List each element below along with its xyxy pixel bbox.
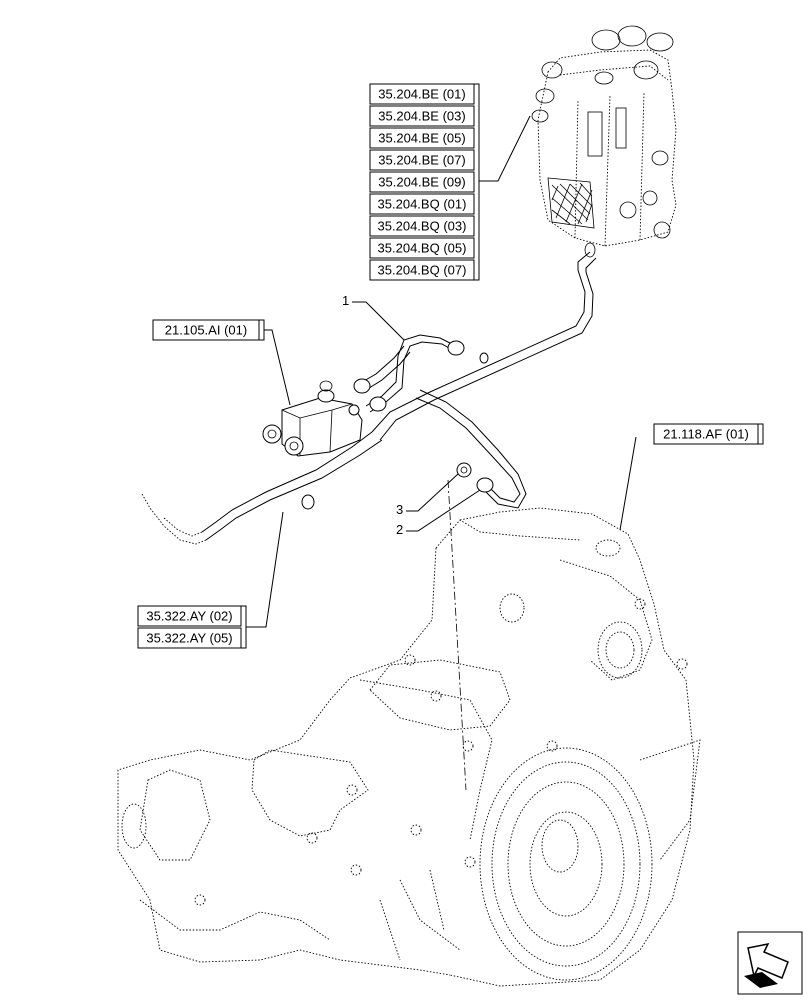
valve-ref-5[interactable]: 35.204.BQ (01) (369, 193, 475, 215)
svg-text:35.204.BE (01): 35.204.BE (01) (378, 87, 465, 102)
svg-text:21.105.AI (01): 21.105.AI (01) (165, 323, 247, 338)
svg-text:35.204.BQ (01): 35.204.BQ (01) (378, 197, 467, 212)
housing-reference[interactable]: 21.118.AF (01) (619, 423, 764, 531)
svg-text:35.204.BE (03): 35.204.BE (03) (378, 109, 465, 124)
bottom-reference-stack: 35.322.AY (02) 35.322.AY (05) (137, 511, 284, 649)
auxiliary-valve (262, 380, 363, 510)
hydraulic-pipe-1 (353, 334, 489, 413)
valve-reference-stack: 35.204.BE (01) 35.204.BE (03) 35.204.BE … (369, 83, 531, 281)
valve-ref-6[interactable]: 35.204.BQ (03) (369, 215, 475, 237)
bottom-ref-1[interactable]: 35.322.AY (05) (137, 627, 242, 649)
svg-text:21.118.AF (01): 21.118.AF (01) (663, 427, 749, 442)
svg-text:35.204.BQ (05): 35.204.BQ (05) (378, 241, 467, 256)
callout-3: 3 (396, 473, 459, 517)
svg-text:1: 1 (342, 293, 349, 308)
auxiliary-valve-reference[interactable]: 21.105.AI (01) (152, 319, 291, 406)
valve-ref-2[interactable]: 35.204.BE (05) (369, 127, 475, 149)
hydraulic-pipe-2 (415, 389, 527, 509)
arrow-back-icon[interactable] (737, 931, 803, 995)
valve-ref-8[interactable]: 35.204.BQ (07) (369, 259, 475, 281)
svg-text:35.322.AY (05): 35.322.AY (05) (146, 631, 232, 646)
callout-1: 1 (342, 293, 405, 341)
valve-ref-3[interactable]: 35.204.BE (07) (369, 149, 475, 171)
svg-text:35.204.BE (07): 35.204.BE (07) (378, 153, 465, 168)
transmission-housing (117, 507, 701, 987)
svg-text:3: 3 (396, 502, 403, 517)
callout-2: 2 (396, 489, 481, 537)
control-valve-assembly (531, 25, 677, 258)
alignment-line (447, 479, 467, 791)
valve-ref-4[interactable]: 35.204.BE (09) (369, 171, 475, 193)
valve-ref-0[interactable]: 35.204.BE (01) (369, 83, 475, 105)
svg-text:35.204.BE (09): 35.204.BE (09) (378, 175, 465, 190)
svg-text:35.204.BQ (07): 35.204.BQ (07) (378, 263, 467, 278)
valve-ref-1[interactable]: 35.204.BE (03) (369, 105, 475, 127)
valve-ref-7[interactable]: 35.204.BQ (05) (369, 237, 475, 259)
svg-text:2: 2 (396, 522, 403, 537)
hydraulic-pipe-main (141, 251, 597, 545)
svg-text:35.322.AY (02): 35.322.AY (02) (146, 609, 232, 624)
svg-text:35.204.BQ (03): 35.204.BQ (03) (378, 219, 467, 234)
svg-text:35.204.BE (05): 35.204.BE (05) (378, 131, 465, 146)
bottom-ref-0[interactable]: 35.322.AY (02) (137, 605, 242, 627)
